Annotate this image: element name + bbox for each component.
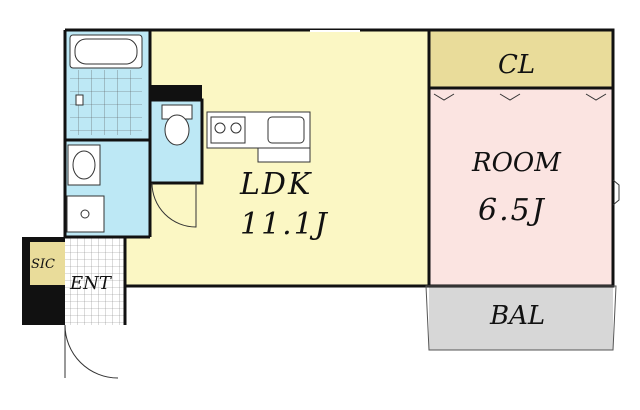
washing-drain <box>80 209 90 219</box>
toilet-bowl <box>164 114 190 146</box>
ldk-name-label: LDK <box>240 167 313 202</box>
storage-label: SIC <box>31 257 55 272</box>
balcony-area <box>429 286 613 350</box>
kitchen-sink <box>267 116 305 144</box>
burner-right <box>230 122 242 134</box>
wash-bowl <box>72 150 96 180</box>
closet-area <box>429 30 613 88</box>
room-size-label: 6.5J <box>478 193 546 228</box>
closet-label: CL <box>498 50 536 80</box>
balcony-rail <box>425 285 617 351</box>
balcony-label: BAL <box>490 301 546 331</box>
kitchen-base <box>257 147 311 163</box>
kitchen-stove <box>210 116 246 144</box>
shower-fixture <box>75 94 84 106</box>
entrance-door <box>64 324 119 379</box>
closet-door-marks <box>433 93 607 101</box>
ldk-size-label: 11.1J <box>240 207 329 242</box>
bathtub-basin <box>74 38 138 65</box>
burner-left <box>214 122 226 134</box>
toilet-door <box>151 182 197 228</box>
entrance-label: ENT <box>70 273 111 294</box>
storage-wall-top <box>22 237 65 242</box>
storage-wall-left <box>22 237 30 325</box>
wall-block-top <box>150 85 202 100</box>
room-area <box>429 88 613 286</box>
room-door <box>612 179 620 206</box>
entrance-area <box>65 237 125 325</box>
storage-wall-block <box>22 285 65 325</box>
room-name-label: ROOM <box>472 148 561 178</box>
